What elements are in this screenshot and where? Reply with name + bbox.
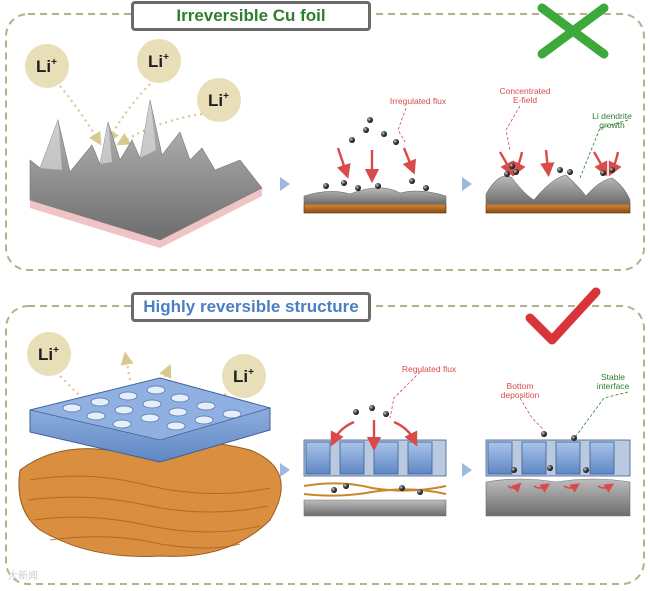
annotation-line: growth [599,120,625,130]
li-ion-label: Li+ [148,52,169,71]
cross-icon [537,3,609,59]
cu-foil-dendrite-illustration [29,99,263,248]
li-ion-bubble [197,78,241,122]
cross-section-bottom-deposition [485,391,631,517]
ion-path [59,351,227,477]
annotation-line: deposition [500,390,540,400]
panel-frame-bottom [5,305,645,585]
panel-title-reversible: Highly reversible structure [131,292,371,322]
li-ion-label: Li+ [233,367,254,386]
annotation-concentrated-efield: Concentrated E-field [492,87,558,105]
cross-section-irregulated [303,107,447,214]
process-arrow [462,463,472,477]
process-arrow [462,177,472,191]
annotation-line: Li dendrite [592,111,632,121]
annotation-regulated-flux: Regulated flux [401,364,457,374]
ion-path [59,83,203,146]
cross-section-regulated [303,371,447,517]
annotation-line: E-field [512,95,538,105]
annotation-line: Stable [600,372,626,382]
process-arrow [280,177,290,191]
annotation-bottom-deposition: Bottom deposition [492,382,548,400]
annotation-line: Concentrated [499,86,551,96]
panel-frame-top [5,13,645,271]
li-ion-label: Li+ [208,91,229,110]
annotation-line: interface [596,381,630,391]
annotation-stable-interface: Stable interface [588,373,638,391]
cross-section-dendrite [485,105,631,214]
annotation-li-dendrite-growth: Li dendrite growth [584,112,640,130]
annotation-line: Bottom [506,381,534,391]
li-ion-bubble [222,354,266,398]
host-structure-illustration [18,377,282,557]
process-arrow [280,463,290,477]
li-ion-label: Li+ [36,57,57,76]
annotation-irregulated-flux: Irregulated flux [389,96,447,106]
check-icon [525,287,601,345]
li-ion-bubble [25,44,69,88]
li-ion-bubble [27,332,71,376]
li-ion-bubble [137,39,181,83]
panel-title-irreversible: Irreversible Cu foil [131,1,371,31]
watermark: 大新闻 [8,571,38,582]
li-ion-label: Li+ [38,345,59,364]
